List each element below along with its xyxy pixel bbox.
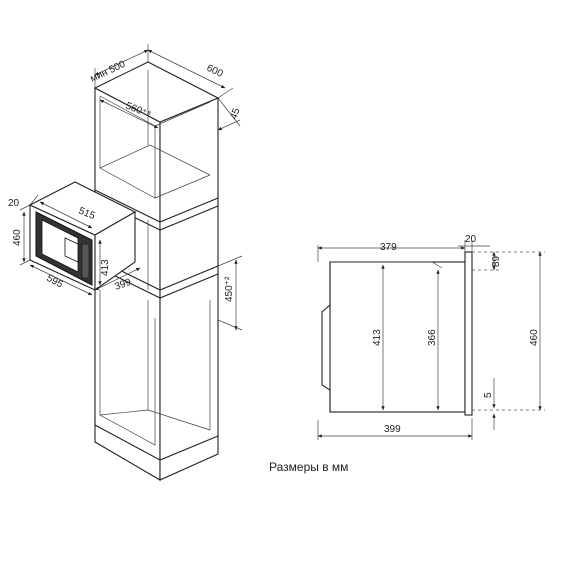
label-depth-top: 379 bbox=[380, 242, 397, 253]
label-depth-bottom: 399 bbox=[384, 424, 401, 435]
label-niche-height: 450⁺² bbox=[224, 276, 235, 302]
label-oven-width: 595 bbox=[45, 273, 65, 291]
label-inner-366: 366 bbox=[427, 329, 438, 346]
label-oven-height: 460 bbox=[12, 229, 23, 246]
label-total-460: 460 bbox=[529, 329, 540, 346]
oven-isometric bbox=[19, 181, 141, 296]
label-front: 20 bbox=[465, 234, 477, 245]
side-view bbox=[317, 240, 545, 440]
label-oven-inner: 413 bbox=[100, 259, 111, 276]
caption: Размеры в мм bbox=[269, 460, 348, 474]
label-offset: 45 bbox=[228, 106, 242, 121]
label-oven-depth: 20 bbox=[8, 198, 20, 209]
label-inner-413: 413 bbox=[372, 329, 383, 346]
label-cabinet-depth: 600 bbox=[205, 63, 225, 80]
label-bottom-5: 5 bbox=[483, 392, 494, 398]
label-gap-top: 89 bbox=[491, 255, 502, 267]
